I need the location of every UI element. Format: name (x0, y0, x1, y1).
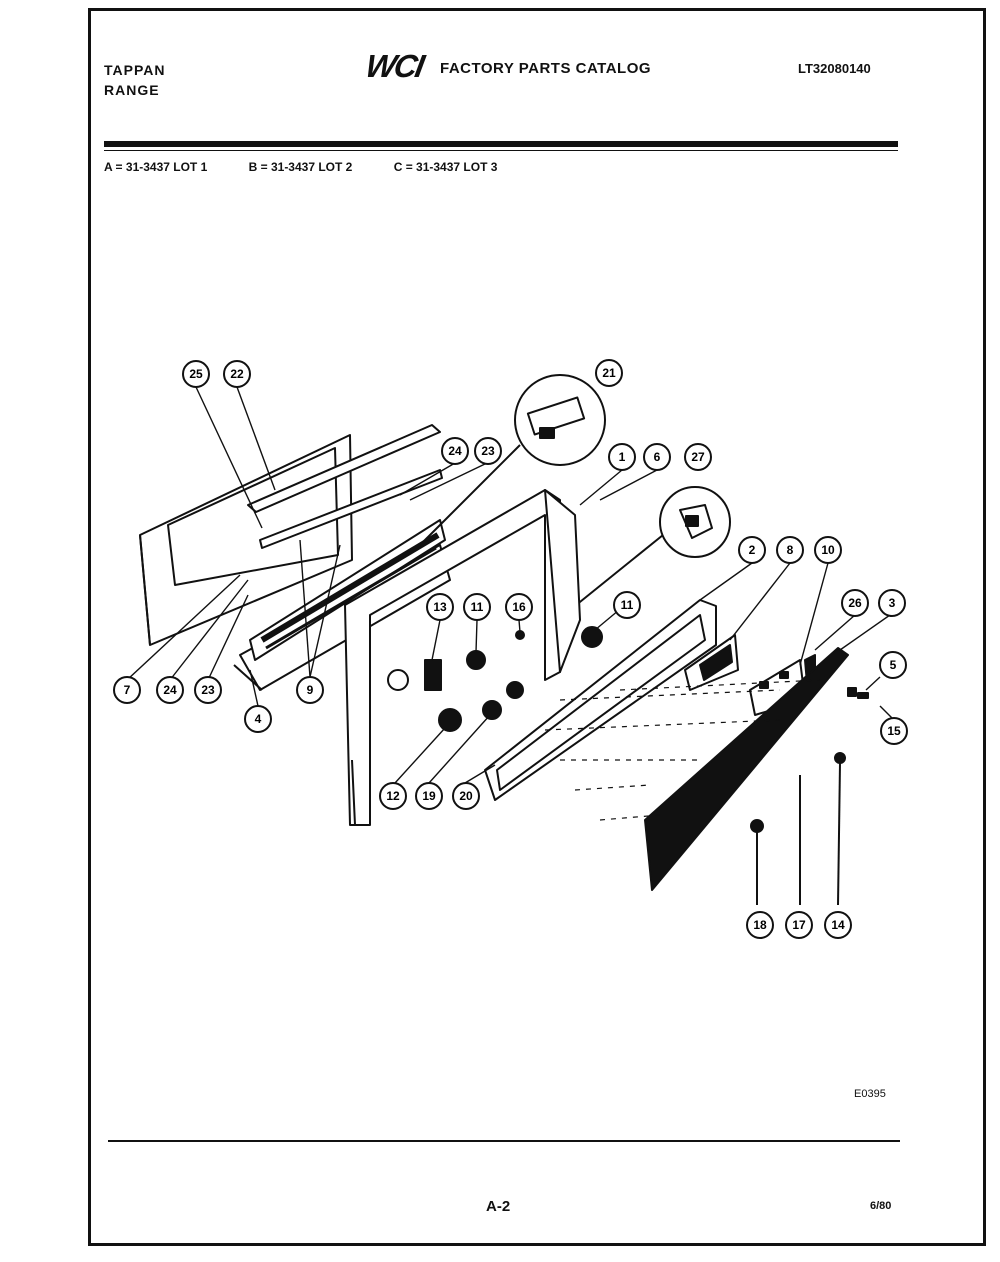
control-panel-plate (484, 599, 717, 801)
svg-text:15: 15 (887, 724, 901, 738)
brand-block: TAPPAN RANGE (104, 60, 165, 100)
catalog-title: FACTORY PARTS CATALOG (440, 60, 652, 77)
svg-text:5: 5 (890, 658, 897, 672)
svg-text:22: 22 (230, 367, 244, 381)
callout-9: 9 (296, 676, 324, 704)
callout-1: 1 (608, 443, 636, 471)
trim-strip (247, 424, 443, 549)
callout-labels: 25 22 21 24 23 1 6 27 2 8 10 26 3 5 15 1… (113, 359, 908, 939)
svg-text:11: 11 (471, 600, 484, 614)
callout-4: 4 (244, 705, 272, 733)
svg-text:20: 20 (459, 789, 473, 803)
explode-lines (544, 679, 821, 821)
svg-text:7: 7 (124, 683, 131, 697)
callout-11: 11 (463, 593, 491, 621)
lot-c: C = 31-3437 LOT 3 (393, 160, 498, 174)
leader-lines (126, 386, 893, 784)
callout-25: 25 (182, 360, 210, 388)
console-frame (344, 489, 581, 826)
svg-text:24: 24 (163, 683, 177, 697)
lot-legend: A = 31-3437 LOT 1 B = 31-3437 LOT 2 C = … (104, 160, 535, 174)
svg-text:6: 6 (654, 450, 661, 464)
callout-23: 23 (194, 676, 222, 704)
callout-14: 14 (824, 911, 852, 939)
catalog-code: LT32080140 (798, 61, 871, 76)
svg-text:21: 21 (602, 366, 616, 380)
svg-text:2: 2 (749, 543, 756, 557)
callout-6: 6 (643, 443, 671, 471)
svg-text:19: 19 (422, 789, 436, 803)
callout-21: 21 (595, 359, 623, 387)
callout-18: 18 (746, 911, 774, 939)
svg-text:16: 16 (512, 600, 526, 614)
svg-text:4: 4 (255, 712, 262, 726)
svg-text:17: 17 (792, 918, 806, 932)
callout-20: 20 (452, 782, 480, 810)
callout-8: 8 (776, 536, 804, 564)
svg-text:23: 23 (201, 683, 215, 697)
callout-22: 22 (223, 360, 251, 388)
lot-a: A = 31-3437 LOT 1 (104, 160, 208, 174)
callout-27: 27 (684, 443, 712, 471)
clip-zoom-circle (419, 374, 606, 546)
svg-text:9: 9 (307, 683, 314, 697)
callout-26: 26 (841, 589, 869, 617)
figure-code: E0395 (854, 1088, 886, 1100)
callout-10: 10 (814, 536, 842, 564)
callout-7: 7 (113, 676, 141, 704)
svg-text:3: 3 (889, 596, 896, 610)
clock-plate (684, 634, 739, 691)
header-rule-thin (104, 150, 898, 151)
svg-text:12: 12 (386, 789, 400, 803)
svg-text:10: 10 (821, 543, 835, 557)
callout-16: 16 (505, 593, 533, 621)
svg-text:25: 25 (189, 367, 203, 381)
lot-b: B = 31-3437 LOT 2 (248, 160, 353, 174)
svg-text:24: 24 (448, 444, 462, 458)
page-border (88, 8, 986, 1246)
callout-13: 13 (426, 593, 454, 621)
callout-11: 11 (613, 591, 641, 619)
callout-15: 15 (880, 717, 908, 745)
callout-19: 19 (415, 782, 443, 810)
callout-24: 24 (441, 437, 469, 465)
product-type: RANGE (104, 82, 160, 98)
callout-5: 5 (879, 651, 907, 679)
svg-text:14: 14 (831, 918, 845, 932)
svg-text:23: 23 (481, 444, 495, 458)
header-rule-thick (104, 141, 898, 147)
svg-text:8: 8 (787, 543, 794, 557)
callout-17: 17 (785, 911, 813, 939)
page-number: A-2 (486, 1198, 511, 1215)
svg-text:13: 13 (433, 600, 447, 614)
callout-2: 2 (738, 536, 766, 564)
svg-text:27: 27 (691, 450, 705, 464)
callout-23: 23 (474, 437, 502, 465)
brand-name: TAPPAN (104, 62, 166, 78)
svg-text:11: 11 (621, 598, 634, 612)
svg-text:1: 1 (619, 450, 626, 464)
svg-text:18: 18 (753, 918, 767, 932)
screws (750, 687, 869, 906)
switch-zoom-circle (569, 486, 731, 611)
revision-date: 6/80 (870, 1200, 892, 1212)
callout-24: 24 (156, 676, 184, 704)
svg-text:26: 26 (848, 596, 862, 610)
callout-12: 12 (379, 782, 407, 810)
control-valves (387, 626, 603, 732)
callout-3: 3 (878, 589, 906, 617)
front-glass-panel (644, 647, 849, 891)
footer-rule (108, 1140, 900, 1142)
